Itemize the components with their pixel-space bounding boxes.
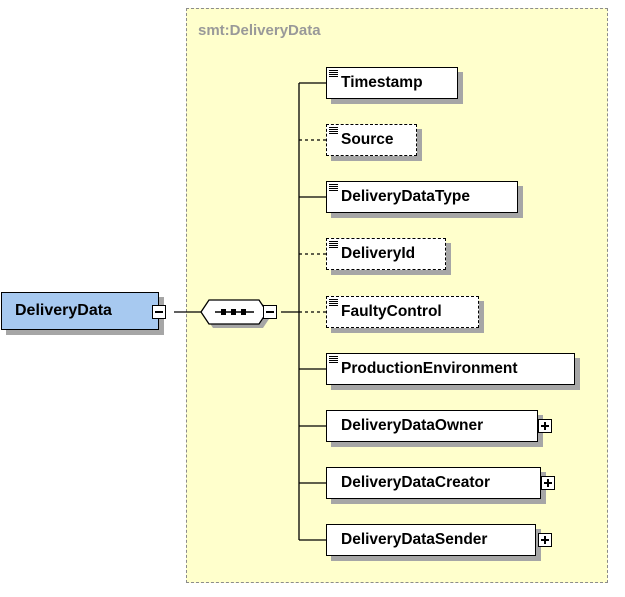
element-node-deliverydataowner[interactable]: DeliveryDataOwner xyxy=(326,410,538,442)
element-label: Source xyxy=(341,131,394,148)
element-label: DeliveryDataCreator xyxy=(341,474,491,491)
element-label: ProductionEnvironment xyxy=(341,360,518,377)
documentation-icon xyxy=(329,127,338,135)
element-node-deliverydatacreator[interactable]: DeliveryDataCreator xyxy=(326,467,541,499)
sequence-compositor xyxy=(200,299,271,328)
element-node-deliveryid[interactable]: DeliveryId xyxy=(326,238,446,270)
element-label: DeliveryDataSender xyxy=(341,531,488,548)
element-label: DeliveryId xyxy=(341,245,416,262)
collapse-icon[interactable] xyxy=(263,305,277,319)
root-element-label: DeliveryData xyxy=(15,302,112,319)
element-label: DeliveryDataOwner xyxy=(341,417,484,434)
element-label: FaultyControl xyxy=(341,303,442,320)
element-node-deliverydatatype[interactable]: DeliveryDataType xyxy=(326,181,518,213)
documentation-icon xyxy=(329,70,338,78)
root-element-node[interactable]: DeliveryData xyxy=(1,292,159,330)
expand-icon[interactable] xyxy=(541,476,555,490)
element-node-timestamp[interactable]: Timestamp xyxy=(326,67,458,99)
element-node-productionenvironment[interactable]: ProductionEnvironment xyxy=(326,353,575,385)
element-node-deliverydatasender[interactable]: DeliveryDataSender xyxy=(326,524,536,556)
element-node-source[interactable]: Source xyxy=(326,124,417,156)
element-node-faultycontrol[interactable]: FaultyControl xyxy=(326,296,479,328)
expand-icon[interactable] xyxy=(538,419,552,433)
expand-icon[interactable] xyxy=(538,533,552,547)
element-label: Timestamp xyxy=(341,74,423,91)
documentation-icon xyxy=(329,299,338,307)
complex-type-title: smt:DeliveryData xyxy=(198,22,321,39)
element-label: DeliveryDataType xyxy=(341,188,470,205)
documentation-icon xyxy=(329,184,338,192)
collapse-icon[interactable] xyxy=(152,305,166,319)
documentation-icon xyxy=(329,241,338,249)
documentation-icon xyxy=(329,356,338,364)
